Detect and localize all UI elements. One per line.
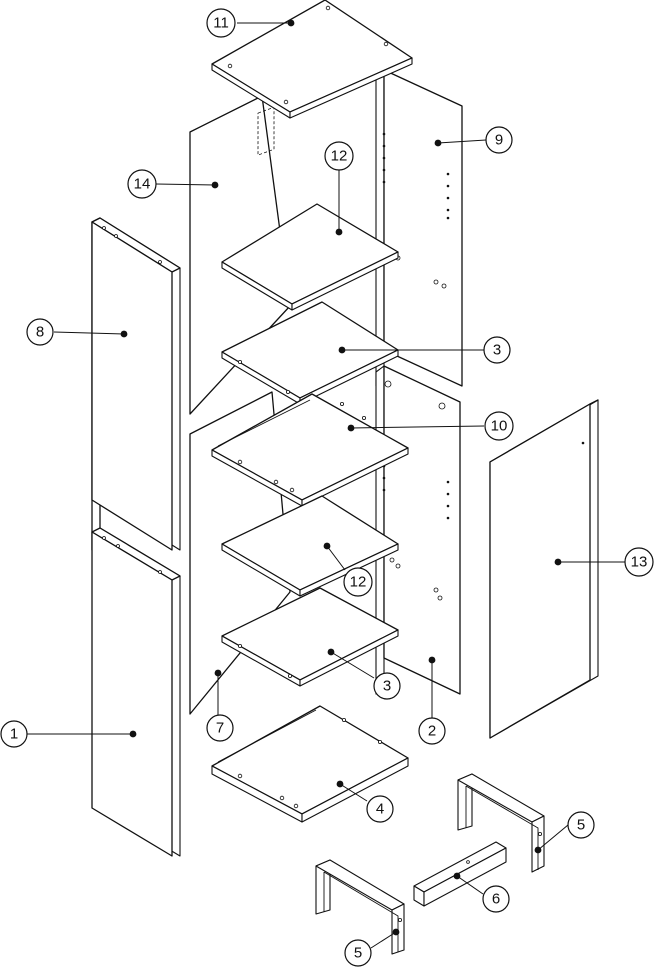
callout-1-label: 1 — [10, 726, 18, 743]
callout-5-right: 5 — [568, 812, 594, 838]
callout-13-label: 13 — [631, 554, 648, 571]
callout-13: 13 — [625, 548, 653, 576]
callout-6-label: 6 — [492, 891, 500, 908]
callout-7-label: 7 — [216, 720, 224, 737]
part-2-lower-right-side-panel — [376, 366, 460, 694]
callout-12-lower-label: 12 — [350, 574, 367, 591]
part-9-upper-right-side-panel — [376, 70, 462, 386]
callout-3-upper: 3 — [484, 337, 510, 363]
callout-12-upper: 12 — [325, 142, 353, 170]
callout-14-label: 14 — [134, 176, 151, 193]
callout-12-upper-label: 12 — [331, 148, 348, 165]
callout-1: 1 — [1, 721, 27, 747]
callout-5-left: 5 — [345, 940, 371, 966]
callout-9: 9 — [486, 127, 512, 153]
callout-2-label: 2 — [428, 723, 436, 740]
callout-3-lower-label: 3 — [383, 678, 391, 695]
callout-8-label: 8 — [36, 324, 44, 341]
callout-2: 2 — [419, 718, 445, 744]
callout-6: 6 — [483, 886, 509, 912]
callout-10: 10 — [485, 412, 513, 440]
callout-5-left-label: 5 — [354, 945, 362, 962]
part-1-lower-left-side-panel — [92, 528, 180, 856]
callout-11-label: 11 — [213, 15, 229, 32]
callout-3-upper-label: 3 — [493, 342, 501, 359]
callout-9-label: 9 — [495, 132, 503, 149]
callout-12-lower: 12 — [344, 568, 372, 596]
callout-14: 14 — [128, 170, 156, 198]
callout-7: 7 — [207, 715, 233, 741]
part-13-door — [490, 400, 598, 738]
callout-3-lower: 3 — [374, 673, 400, 699]
callout-4-label: 4 — [376, 801, 384, 818]
callout-4: 4 — [367, 796, 393, 822]
part-8-upper-left-side-panel — [92, 218, 180, 550]
callout-8: 8 — [27, 319, 53, 345]
callout-5-right-label: 5 — [577, 817, 585, 834]
callout-10-label: 10 — [491, 418, 508, 435]
callout-11: 11 — [207, 9, 235, 37]
